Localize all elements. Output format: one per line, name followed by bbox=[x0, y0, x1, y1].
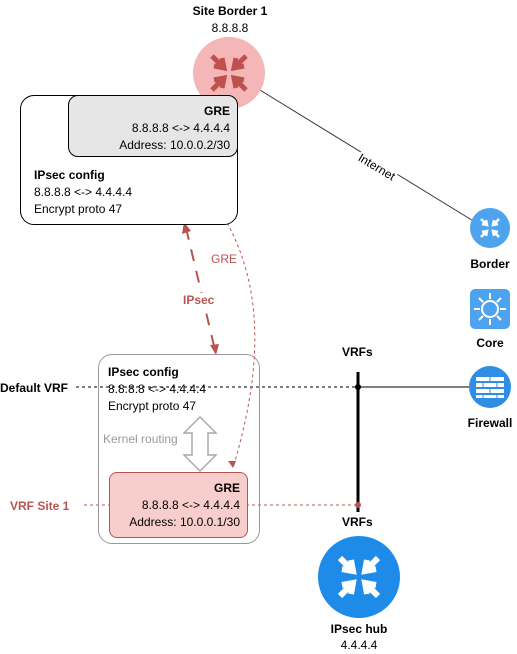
kernel-routing-label: Kernel routing bbox=[103, 432, 178, 446]
bottom-ipsec-tunnel: 8.8.8.8 <-> 4.4.4.4 bbox=[108, 382, 207, 396]
ipsec-tunnel-path bbox=[185, 227, 216, 351]
site-border-ip: 8.8.8.8 bbox=[211, 21, 249, 35]
gre-link-label: GRE bbox=[209, 252, 240, 266]
default-vrf-label: Default VRF bbox=[0, 381, 71, 395]
site-border-router-icon bbox=[193, 37, 265, 109]
gre-arrow-bottom bbox=[228, 461, 236, 468]
vrf-site1-label: VRF Site 1 bbox=[10, 499, 72, 513]
border-router-icon bbox=[470, 208, 510, 248]
kernel-routing-arrow bbox=[182, 415, 218, 473]
ipsec-hub-title: IPsec hub bbox=[330, 622, 388, 636]
gre-tunnel-path bbox=[187, 169, 256, 469]
top-gre-box bbox=[68, 95, 238, 157]
top-ipsec-title: IPsec config bbox=[34, 168, 105, 182]
vrfs-top-label: VRFs bbox=[342, 345, 373, 359]
core-label: Core bbox=[476, 336, 504, 350]
ipsec-hub-ip: 4.4.4.4 bbox=[340, 638, 378, 652]
bottom-ipsec-box bbox=[98, 354, 260, 544]
top-gre-title: GRE bbox=[203, 104, 230, 118]
firewall-label: Firewall bbox=[467, 416, 513, 430]
ipsec-arrow-top bbox=[182, 222, 191, 234]
vrfs-bottom-label: VRFs bbox=[342, 515, 373, 529]
bottom-gre-tunnel: 8.8.8.8 <-> 4.4.4.4 bbox=[141, 498, 240, 512]
top-ipsec-tunnel: 8.8.8.8 <-> 4.4.4.4 bbox=[34, 185, 133, 199]
top-gre-tunnel: 8.8.8.8 <-> 4.4.4.4 bbox=[131, 121, 230, 135]
bottom-gre-title: GRE bbox=[213, 481, 240, 495]
ipsec-link-label: IPsec bbox=[181, 293, 217, 307]
top-gre-address: Address: 10.0.0.2/30 bbox=[119, 138, 230, 152]
ipsec-hub-router-icon bbox=[318, 536, 400, 618]
site-border-title: Site Border 1 bbox=[192, 4, 268, 18]
bottom-ipsec-title: IPsec config bbox=[108, 365, 179, 379]
vrf-site1-junction bbox=[355, 502, 361, 508]
firewall-icon bbox=[469, 366, 511, 408]
default-vrf-junction bbox=[355, 384, 361, 390]
bottom-gre-address: Address: 10.0.0.1/30 bbox=[129, 515, 240, 529]
core-switch-icon bbox=[470, 289, 510, 329]
bottom-ipsec-encrypt: Encrypt proto 47 bbox=[108, 399, 197, 413]
border-label: Border bbox=[470, 257, 510, 271]
bottom-gre-box bbox=[109, 472, 248, 538]
top-ipsec-encrypt: Encrypt proto 47 bbox=[34, 202, 123, 216]
ipsec-arrow-bottom bbox=[210, 344, 219, 355]
